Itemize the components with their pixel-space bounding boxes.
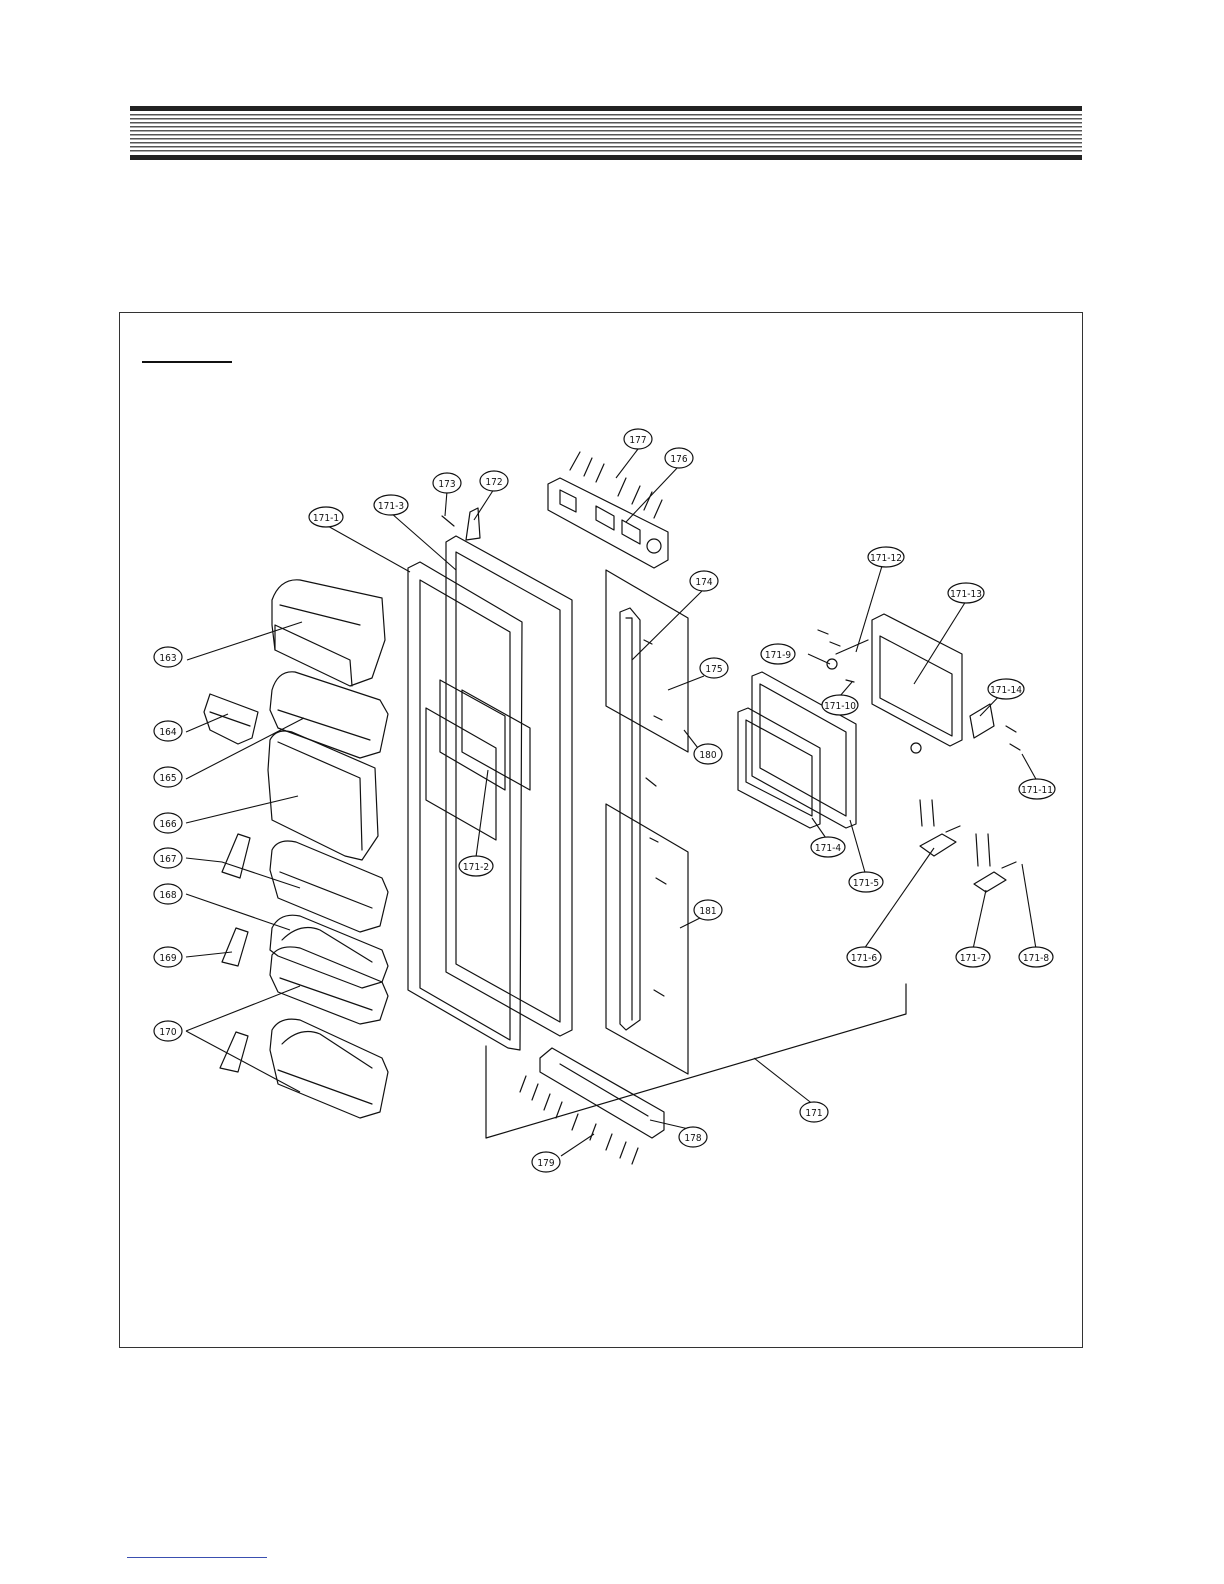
callout-171-3: 171-3: [374, 495, 408, 515]
svg-text:165: 165: [159, 773, 176, 784]
callout-171-9: 171-9: [761, 644, 795, 664]
svg-text:171-12: 171-12: [870, 553, 902, 564]
svg-text:170: 170: [159, 1027, 176, 1038]
svg-text:171-13: 171-13: [950, 589, 982, 600]
callout-171-12: 171-12: [868, 547, 904, 567]
lever-171-12: [836, 640, 868, 654]
callout-176: 176: [665, 448, 693, 468]
trim-178: [540, 1048, 664, 1138]
door-rail-174: [620, 608, 640, 1030]
assembly-bracket-171: [486, 984, 906, 1138]
screw-173: [442, 516, 454, 526]
callout-181: 181: [694, 900, 722, 920]
callout-171-2: 171-2: [459, 856, 493, 876]
callout-171-7: 171-7: [956, 947, 990, 967]
callout-170: 170: [154, 1021, 182, 1041]
svg-text:171-11: 171-11: [1021, 785, 1053, 796]
svg-text:171-7: 171-7: [960, 953, 986, 964]
callout-168: 168: [154, 884, 182, 904]
leader-lines: [186, 449, 1037, 1156]
svg-text:168: 168: [159, 890, 176, 901]
svg-text:171-3: 171-3: [378, 501, 404, 512]
callout-171-10: 171-10: [822, 695, 858, 715]
callout-169: 169: [154, 947, 182, 967]
callout-179: 179: [532, 1152, 560, 1172]
door-gasket-171-3: [446, 536, 572, 1036]
callout-166: 166: [154, 813, 182, 833]
svg-text:171-14: 171-14: [990, 685, 1022, 696]
callout-177: 177: [624, 429, 652, 449]
bracket-171-7: [974, 834, 1016, 892]
callout-171: 171: [800, 1102, 828, 1122]
callout-174: 174: [690, 571, 718, 591]
svg-text:164: 164: [159, 727, 176, 738]
hinge-172: [466, 508, 480, 540]
screws-177: [570, 452, 662, 518]
shelf-165: [270, 672, 388, 758]
svg-text:177: 177: [629, 435, 646, 446]
callout-171-13: 171-13: [948, 583, 984, 603]
callout-171-5: 171-5: [849, 872, 883, 892]
callout-171-4: 171-4: [811, 837, 845, 857]
callout-167: 167: [154, 848, 182, 868]
svg-text:163: 163: [159, 653, 176, 664]
clip-169: [222, 928, 248, 966]
callout-172: 172: [480, 471, 508, 491]
door-liner-171-1: [408, 562, 522, 1050]
svg-text:174: 174: [695, 577, 712, 588]
panel-screws: [644, 640, 666, 996]
bracket-171-14: [970, 704, 994, 738]
svg-text:171-8: 171-8: [1023, 953, 1049, 964]
screws-171-11: [1006, 726, 1020, 750]
svg-text:176: 176: [670, 454, 687, 465]
svg-text:171: 171: [805, 1108, 822, 1119]
dispenser-cover-176: [548, 478, 668, 568]
callout-180: 180: [694, 744, 722, 764]
callout-171-6: 171-6: [847, 947, 881, 967]
screws-171-12: [818, 630, 840, 646]
callout-173: 173: [433, 473, 461, 493]
panel-180: [606, 570, 688, 752]
callout-171-8: 171-8: [1019, 947, 1053, 967]
svg-text:173: 173: [438, 479, 455, 490]
panel-181: [606, 804, 688, 1074]
callout-165: 165: [154, 767, 182, 787]
clip-167: [222, 834, 250, 878]
svg-text:181: 181: [699, 906, 716, 917]
svg-text:171-6: 171-6: [851, 953, 877, 964]
tray-164: [204, 694, 258, 744]
bracket-171-6: [920, 800, 960, 856]
callout-171-14: 171-14: [988, 679, 1024, 699]
svg-text:175: 175: [705, 664, 722, 675]
svg-text:166: 166: [159, 819, 176, 830]
shelf-163: [272, 580, 385, 686]
svg-text:178: 178: [684, 1133, 701, 1144]
svg-text:169: 169: [159, 953, 176, 964]
callout-175: 175: [700, 658, 728, 678]
callout-178: 178: [679, 1127, 707, 1147]
callout-163: 163: [154, 647, 182, 667]
svg-text:179: 179: [537, 1158, 554, 1169]
svg-text:180: 180: [699, 750, 716, 761]
callout-171-1: 171-1: [309, 507, 343, 527]
svg-text:171-1: 171-1: [313, 513, 339, 524]
svg-text:171-5: 171-5: [853, 878, 879, 889]
screw-171-10: [846, 680, 854, 682]
svg-text:171-10: 171-10: [824, 701, 856, 712]
callout-164: 164: [154, 721, 182, 741]
svg-text:171-2: 171-2: [463, 862, 489, 873]
svg-text:171-9: 171-9: [765, 650, 791, 661]
svg-text:171-4: 171-4: [815, 843, 841, 854]
svg-text:167: 167: [159, 854, 176, 865]
shelf-170b: [270, 1019, 388, 1118]
svg-text:172: 172: [485, 477, 502, 488]
callout-171-11: 171-11: [1019, 779, 1055, 799]
frame-171-4: [738, 708, 820, 828]
shelf-167: [270, 841, 388, 932]
